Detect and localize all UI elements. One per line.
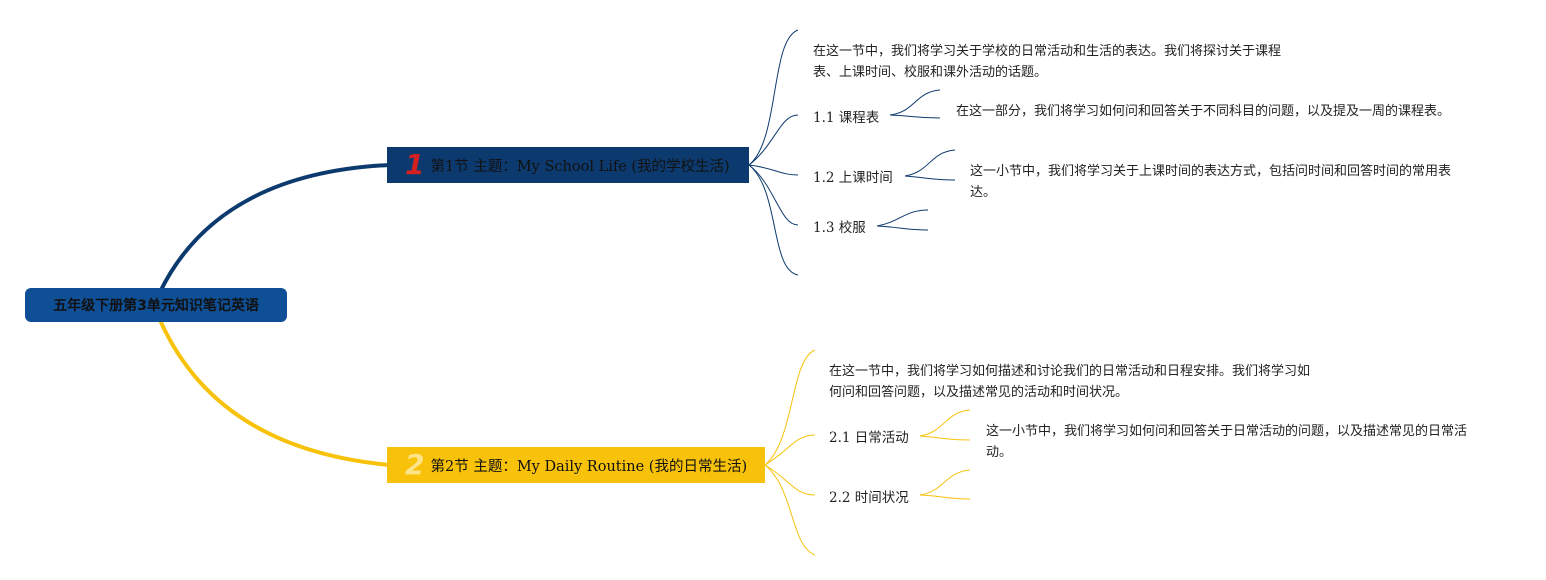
branch-1-1-a [889, 89, 941, 116]
section-number-badge: 2 [405, 448, 425, 481]
branch-s2-2-1 [764, 434, 816, 466]
subsection-1-2-label[interactable]: 1.2 上课时间 [813, 170, 893, 186]
section1-branches [748, 29, 956, 276]
section-2-intro: 在这一节中，我们将学习如何描述和讨论我们的日常活动和日程安排。我们将学习如何问和… [829, 364, 1311, 400]
connector-root-section1 [158, 163, 391, 293]
branch-1-1-b [889, 114, 941, 119]
section-number-badge: 1 [405, 148, 425, 181]
root-title: 五年级下册第3单元知识笔记英语 [53, 298, 259, 314]
branch-s2-2-2 [764, 464, 816, 496]
section-1-intro: 在这一节中，我们将学习关于学校的日常活动和生活的表达。我们将探讨关于课程表、上课… [813, 44, 1282, 80]
branch-s1-1-1 [748, 114, 799, 166]
branch-2-2-a [919, 469, 971, 496]
root-node[interactable]: 五年级下册第3单元知识笔记英语 [25, 288, 287, 322]
branch-s1-tail [748, 164, 799, 276]
branch-2-1-a [919, 409, 971, 437]
branch-s1-1-2 [748, 164, 799, 176]
branch-s1-1-3 [748, 164, 799, 226]
branch-s2-tail [764, 464, 816, 556]
subsection-1-2-detail: 这一小节中，我们将学习关于上课时间的表达方式，包括问时间和回答时间的常用表达。 [970, 164, 1452, 200]
subsection-1-3-label[interactable]: 1.3 校服 [813, 220, 866, 236]
branch-1-3-b [876, 225, 929, 231]
branch-s2-intro [764, 349, 816, 466]
section-title: 第2节 主题：My Daily Routine (我的日常生活) [430, 458, 748, 475]
section-title: 第1节 主题：My School Life (我的学校生活) [430, 158, 730, 175]
subsection-2-1-label[interactable]: 2.1 日常活动 [829, 430, 909, 446]
subsection-2-1-detail: 这一小节中，我们将学习如何问和回答关于日常活动的问题，以及描述常见的日常活动。 [986, 424, 1468, 460]
section-node-2[interactable]: 2 第2节 主题：My Daily Routine (我的日常生活) [387, 447, 765, 483]
section-node-1[interactable]: 1 第1节 主题：My School Life (我的学校生活) [387, 147, 749, 183]
branch-2-2-b [919, 494, 971, 500]
subsection-1-1-detail: 在这一部分，我们将学习如何问和回答关于不同科目的问题，以及提及一周的课程表。 [956, 104, 1451, 119]
branch-1-3-a [876, 209, 929, 227]
subsection-1-1-label[interactable]: 1.1 课程表 [813, 110, 880, 126]
branch-1-2-b [904, 175, 956, 181]
branch-2-1-b [919, 435, 971, 441]
branch-1-2-a [904, 149, 956, 177]
subsection-2-2-label[interactable]: 2.2 时间状况 [829, 490, 909, 506]
section2-branches [764, 349, 971, 556]
connector-root-section2 [158, 319, 391, 467]
branch-s1-intro [748, 29, 799, 166]
